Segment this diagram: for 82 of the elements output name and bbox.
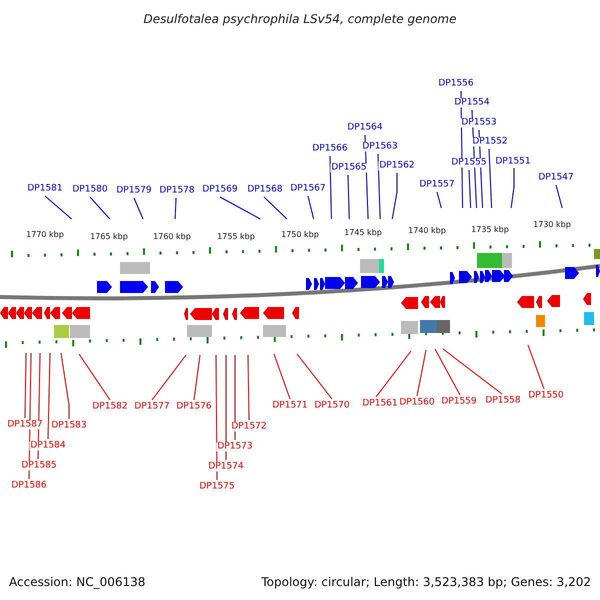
leader-line <box>528 344 544 390</box>
gene-label: DP1557 <box>418 180 456 190</box>
scale-label: 1770 kbp <box>26 231 64 239</box>
scale-label: 1740 kbp <box>408 227 446 235</box>
scale-label: 1735 kbp <box>471 226 509 234</box>
gene-label: DP1583 <box>50 422 88 430</box>
gene-label: DP1570 <box>313 402 351 410</box>
leader-line <box>348 174 350 220</box>
scale-label: 1755 kbp <box>217 233 255 241</box>
leader-line <box>556 184 563 208</box>
scale-label: 1765 kbp <box>90 233 128 241</box>
gene-label: DP1584 <box>29 442 67 450</box>
leader-line <box>234 354 236 440</box>
leader-line <box>330 156 332 220</box>
title: Desulfotalea psychrophila LSv54, complete genome <box>143 13 457 25</box>
leader-line <box>378 154 381 220</box>
gene-label: DP1550 <box>527 392 565 400</box>
gene-label: DP1578 <box>158 186 196 196</box>
leader-line <box>392 172 398 220</box>
leader-line <box>510 168 514 208</box>
gene-label: DP1547 <box>537 174 575 182</box>
gene-label: DP1561 <box>361 400 399 408</box>
gene-label: DP1564 <box>346 124 384 132</box>
gene-label: DP1587 <box>6 420 44 430</box>
gene-label: DP1551 <box>494 158 532 166</box>
gene-label: DP1586 <box>10 482 48 490</box>
gene-label: DP1581 <box>26 184 64 194</box>
leader-line <box>78 354 110 400</box>
leader-line <box>488 148 492 208</box>
gene-label: DP1577 <box>133 402 171 412</box>
scale-label: 1745 kbp <box>344 229 382 237</box>
gene-label: DP1555 <box>450 158 488 168</box>
gene-label: DP1585 <box>20 462 58 470</box>
gene-label: DP1568 <box>246 186 284 194</box>
leader-line <box>468 170 472 208</box>
leader-line <box>376 350 412 398</box>
leader-line <box>134 198 144 220</box>
leader-line <box>434 348 460 396</box>
gene-label: DP1566 <box>311 144 349 154</box>
gene-label: DP1575 <box>198 482 236 492</box>
leader-line <box>274 354 290 400</box>
gene-label: DP1554 <box>453 98 491 108</box>
gene-label: DP1553 <box>460 118 498 128</box>
gene-label: DP1580 <box>71 186 109 194</box>
gene-label: DP1560 <box>398 398 436 408</box>
footer-text: Accession: NC_006138 <box>9 576 146 588</box>
gene-label: DP1552 <box>471 138 509 146</box>
gene-label: DP1573 <box>216 442 254 452</box>
leader-line <box>296 354 332 400</box>
leader-line <box>220 196 261 220</box>
leader-line <box>194 354 200 400</box>
gene-label: DP1572 <box>230 422 268 432</box>
scale-label: 1730 kbp <box>533 221 571 229</box>
gene-label: DP1559 <box>440 398 478 406</box>
gene-label: DP1558 <box>484 396 522 406</box>
gene-label: DP1582 <box>91 402 129 412</box>
gene-label: DP1569 <box>201 186 239 194</box>
gene-label: DP1562 <box>378 162 416 170</box>
leader-line <box>174 198 176 220</box>
leader-line <box>48 352 50 440</box>
scale-label: 1760 kbp <box>153 233 191 241</box>
leader-line <box>308 196 314 220</box>
leader-line <box>248 354 250 420</box>
gene-label: DP1571 <box>271 402 309 410</box>
gene-label: DP1579 <box>115 186 153 196</box>
scale-label: 1750 kbp <box>281 231 319 239</box>
leader-line <box>264 196 288 220</box>
gene-label: DP1567 <box>289 184 327 194</box>
gene-label: DP1574 <box>207 462 245 472</box>
leader-line <box>416 350 426 396</box>
gene-label: DP1556 <box>437 80 475 88</box>
gene-label: DP1563 <box>361 142 399 152</box>
leader-line <box>442 348 502 394</box>
gene-label: DP1576 <box>175 402 213 412</box>
leader-line <box>44 196 72 220</box>
footer-text: Topology: circular; Length: 3,523,383 bp; Genes: 3,202 <box>261 576 591 588</box>
leader-line <box>24 352 26 418</box>
leader-line <box>436 192 442 208</box>
gene-label: DP1565 <box>330 164 368 172</box>
leader-line <box>152 354 186 400</box>
leader-line <box>60 352 70 420</box>
leader-line <box>90 196 110 220</box>
